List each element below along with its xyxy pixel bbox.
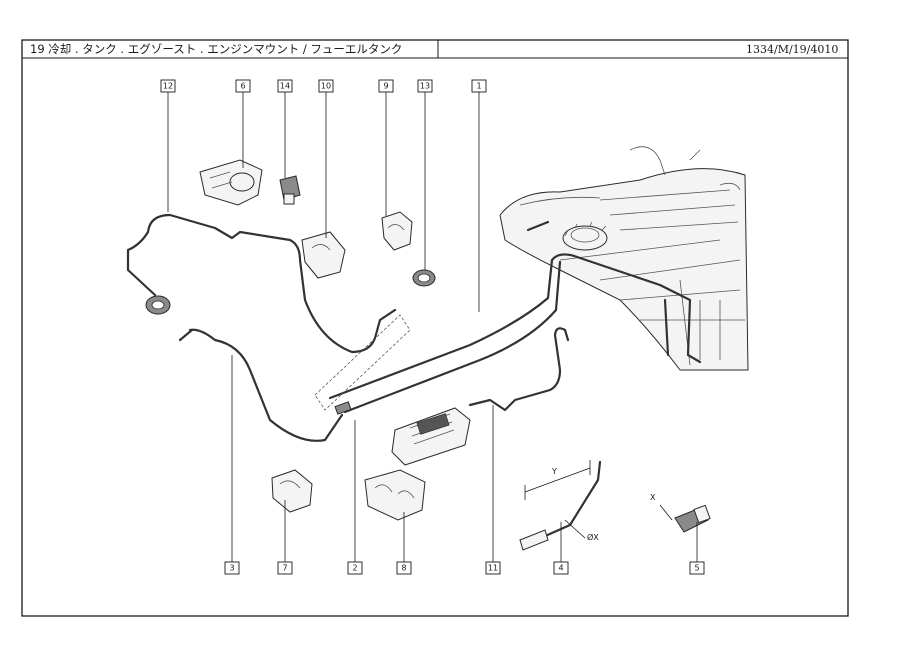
tank-filler-cap [562,225,608,251]
clip-part-7 [271,469,313,513]
svg-text:4: 4 [558,564,563,573]
callout-9: 9 [378,79,394,93]
fuel-feed-line [328,220,702,414]
callout-3: 3 [224,561,240,575]
fitting-part-5: X [650,493,711,533]
svg-text:2: 2 [352,564,357,573]
svg-text:8: 8 [401,564,406,573]
svg-text:12: 12 [163,82,173,91]
callout-10: 10 [318,79,334,93]
svg-text:9: 9 [383,82,388,91]
connector-dashed-outline [314,314,411,411]
callout-1: 1 [471,79,487,93]
svg-text:1: 1 [476,82,481,91]
leader-lines [167,92,698,562]
svg-text:11: 11 [488,564,498,573]
svg-text:7: 7 [282,564,287,573]
svg-text:13: 13 [420,82,430,91]
callout-4: 4 [553,561,569,575]
vent-line-right [468,327,570,412]
dimension-x-label: X [650,493,656,502]
fuel-tank-illustration [499,146,749,371]
callout-5: 5 [689,561,705,575]
quick-connector [334,401,352,415]
svg-text:10: 10 [321,82,331,91]
callout-6: 6 [235,79,251,93]
callout-13: 13 [417,79,433,93]
drawing-reference: 1334/M/19/4010 [746,43,838,56]
dimension-diameter-label: ØX [587,532,599,542]
clip-part-9 [381,211,413,251]
callout-11: 11 [485,561,501,575]
page-title: 19 冷却 . タンク . エグゾースト . エンジンマウント / フューエルタ… [30,42,402,56]
clip-part-6 [199,159,263,206]
vapour-canister [391,407,471,466]
hose-coil [145,295,171,315]
return-line-left [126,213,397,442]
hose-clamp-part-13 [412,269,436,287]
callout-12: 12 [160,79,176,93]
svg-text:14: 14 [280,82,290,91]
callout-8: 8 [396,561,412,575]
drawing-frame [21,39,849,617]
callout-14: 14 [277,79,293,93]
callout-7: 7 [277,561,293,575]
svg-text:5: 5 [694,564,699,573]
svg-text:3: 3 [229,564,234,573]
push-clip-part-14 [279,175,301,205]
pipe-clip-part-10 [301,231,346,279]
pipe-section-part-4: Y ØX [519,460,602,551]
callout-2: 2 [347,561,363,575]
dimension-y-label: Y [551,467,557,476]
double-clip-part-8 [364,469,426,521]
svg-text:6: 6 [240,82,245,91]
